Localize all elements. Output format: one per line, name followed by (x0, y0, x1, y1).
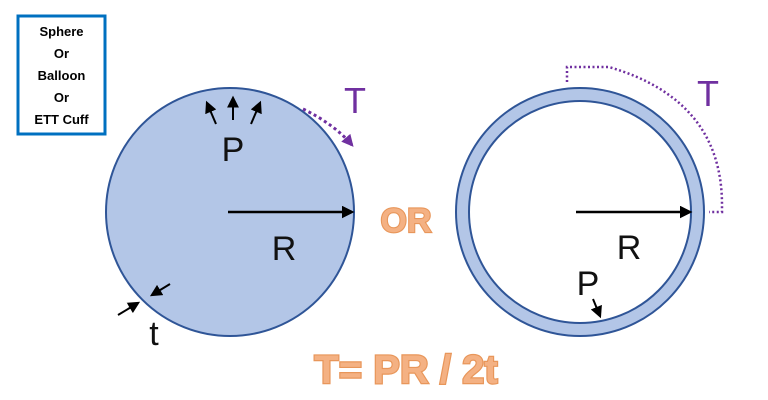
left-radius-label: R (272, 230, 297, 268)
pressure-arrow-left (205, 100, 217, 125)
right-sphere-figure: T R P (455, 65, 724, 337)
left-sphere-figure: P R T t (105, 80, 366, 353)
legend-line-3: Balloon (38, 68, 86, 83)
thickness-arrow-inner (149, 283, 171, 297)
left-tension-arc-arrow (302, 107, 354, 147)
legend-box-border (16, 14, 107, 136)
legend-box: Sphere Or Balloon Or ETT Cuff (16, 14, 107, 136)
legend-line-5: ETT Cuff (34, 112, 89, 127)
pressure-arrow-right (250, 100, 262, 125)
thickness-label: t (149, 315, 159, 353)
laplace-formula: T= PR / 2t (314, 348, 497, 392)
right-pressure-arrow (590, 298, 602, 319)
right-tension-dotted-path (565, 65, 724, 214)
or-label: OR (381, 202, 432, 240)
right-radius-label: R (617, 229, 642, 267)
left-pressure-label: P (222, 131, 245, 169)
thickness-arrow-outer (117, 301, 141, 316)
legend-line-2: Or (54, 46, 69, 61)
legend-line-1: Sphere (39, 24, 83, 39)
right-pressure-label: P (577, 265, 600, 303)
right-tension-label: T (697, 73, 719, 114)
left-tension-label: T (344, 80, 366, 121)
legend-line-4: Or (54, 90, 69, 105)
